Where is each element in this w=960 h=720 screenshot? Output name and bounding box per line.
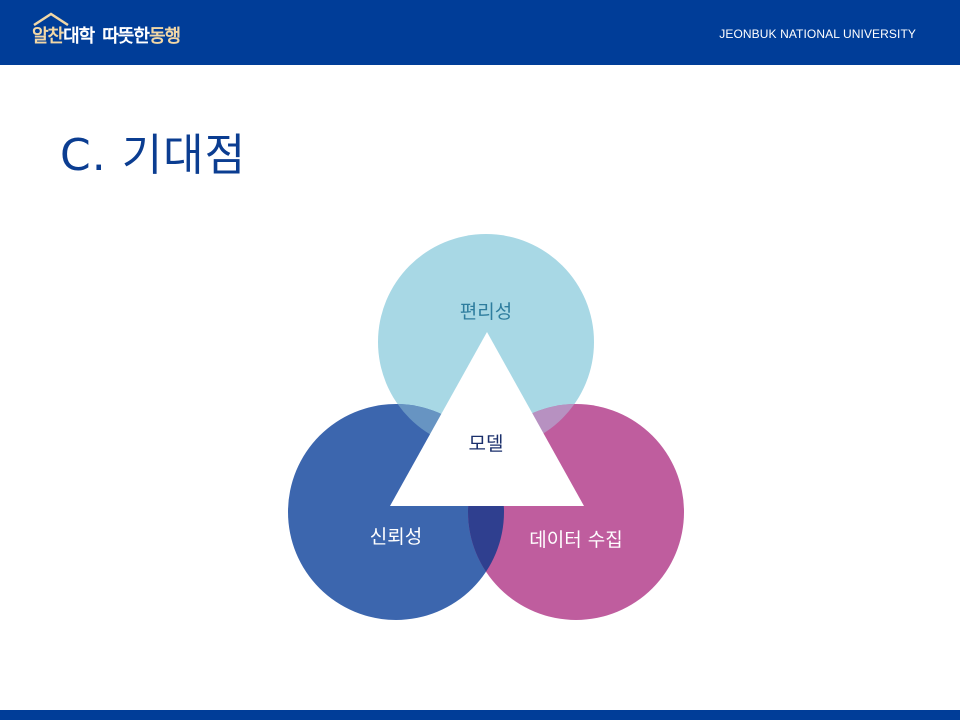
label-right: 데이터 수집 [529,529,622,551]
header-bar: 알찬대학 따뜻한동행 JEONBUK NATIONAL UNIVERSITY [0,0,960,65]
slide-title: C. 기대점 [60,130,247,181]
house-roof-icon [33,12,69,26]
logo-word-4: 동행 [148,26,181,47]
university-logo[interactable]: 알찬대학 따뜻한동행 [32,12,232,52]
logo-slogan: 알찬대학 따뜻한동행 [32,26,181,48]
university-name: JEONBUK NATIONAL UNIVERSITY [719,27,916,41]
center-triangle [390,332,584,506]
logo-word-1: 알찬 [32,26,64,47]
logo-word-2: 대학 [63,26,95,47]
label-left: 신뢰성 [370,526,422,548]
label-center: 모델 [469,433,504,455]
label-top: 편리성 [460,301,512,323]
footer-bar [0,710,960,720]
logo-word-3: 따뜻한 [102,26,150,47]
